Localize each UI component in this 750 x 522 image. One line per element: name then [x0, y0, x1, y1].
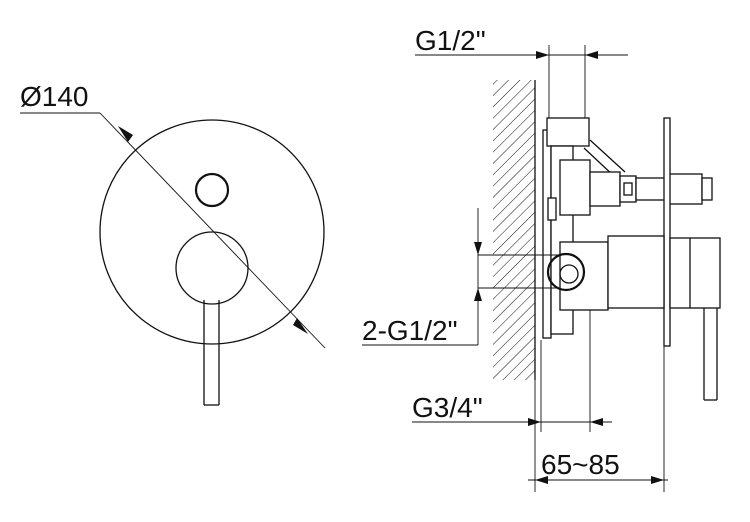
- handle-hub: [175, 231, 249, 305]
- cover-plate-side: [663, 117, 671, 347]
- side-connection-label: 2-G1/2": [362, 315, 458, 346]
- wall-hatching: [493, 80, 535, 380]
- depth-label: 65~85: [541, 449, 620, 480]
- top-connection-dimension: [415, 45, 628, 118]
- handle-hub-side: [607, 235, 721, 401]
- diverter-knob: [194, 172, 230, 208]
- bottom-connection-label: G3/4": [412, 392, 483, 423]
- top-connection-label: G1/2": [415, 25, 486, 56]
- side-view: [493, 80, 721, 401]
- bottom-connection-dimension: [412, 310, 612, 432]
- cover-plate-circle: [99, 119, 325, 345]
- side-inlet-port: [546, 252, 586, 292]
- handle-lever: [203, 300, 220, 406]
- depth-dimension: [528, 346, 668, 492]
- diverter-stem: [589, 171, 713, 207]
- front-view: Ø140: [20, 81, 326, 406]
- diameter-dimension: [20, 112, 326, 349]
- side-connection-dimension: [362, 208, 560, 346]
- diameter-label: Ø140: [20, 81, 89, 112]
